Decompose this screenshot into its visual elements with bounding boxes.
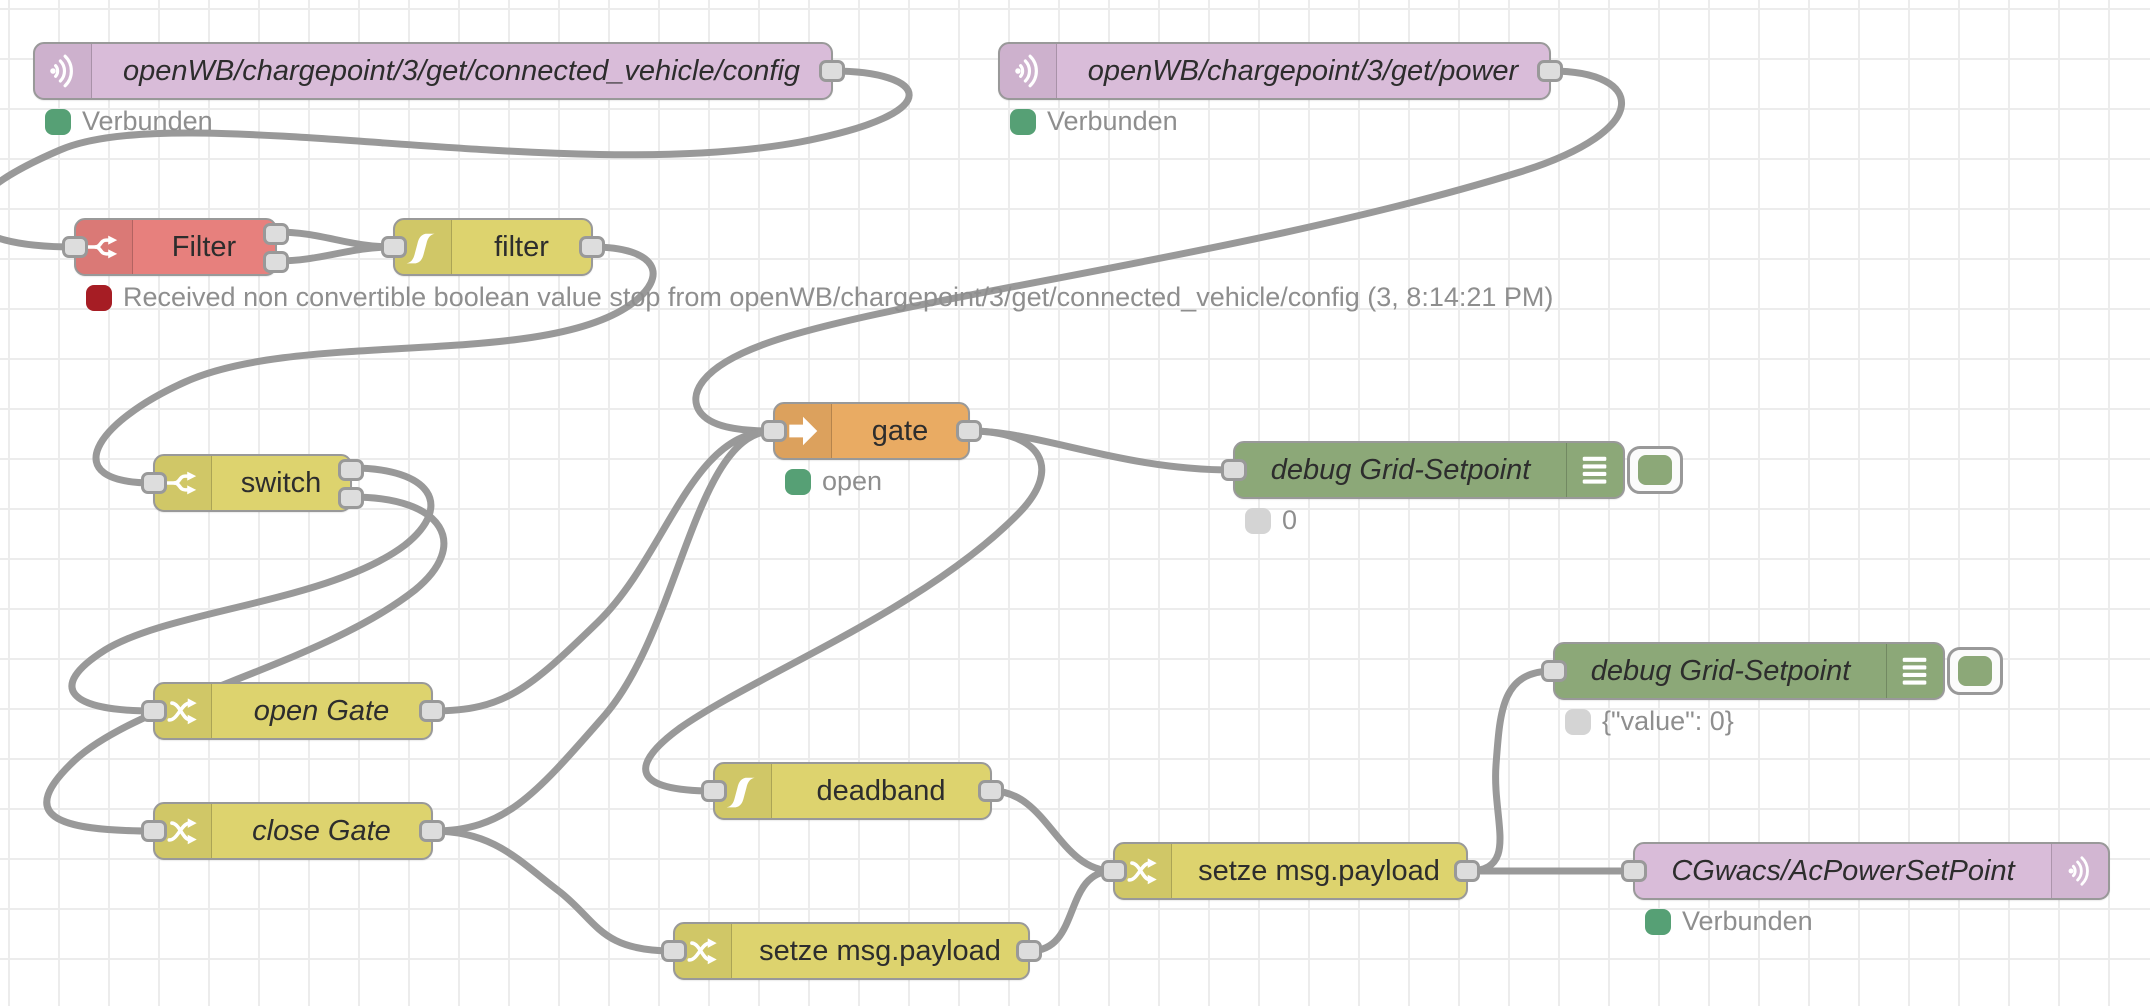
wire-gate-to-deadband[interactable] <box>642 427 1046 795</box>
debug-toggle-state <box>1958 656 1992 686</box>
debug-toggle-state <box>1638 455 1672 485</box>
status-dot-icon <box>785 468 811 495</box>
status-dot-icon <box>1245 507 1271 534</box>
output-port[interactable] <box>1537 60 1563 82</box>
status-dot-icon <box>1565 708 1591 735</box>
wire-config-to-filter[interactable] <box>0 67 913 251</box>
node-label: gate <box>871 414 929 447</box>
input-port[interactable] <box>661 940 687 962</box>
output-port-2[interactable] <box>263 251 289 273</box>
status-text: Verbunden <box>1682 906 1813 936</box>
node-label: openWB/chargepoint/3/get/connected_vehic… <box>122 54 801 87</box>
wire-filter-to-switch[interactable] <box>92 243 657 487</box>
node-error-status: Received non convertible boolean value s… <box>86 282 1553 313</box>
node-debug-grid-setpoint-2[interactable]: debug Grid-Setpoint <box>1541 642 1945 700</box>
node-mqtt-in-power[interactable]: openWB/chargepoint/3/get/power <box>998 42 1563 100</box>
node-mqtt-out-cgwacs[interactable]: CGwacs/AcPowerSetPoint <box>1621 842 2110 900</box>
node-status: Verbunden <box>45 106 213 137</box>
node-filter-switch[interactable]: Filter <box>62 218 289 276</box>
node-label: switch <box>240 466 322 499</box>
node-label: openWB/chargepoint/3/get/power <box>1087 54 1519 87</box>
node-setze-payload-right[interactable]: setze msg.payload <box>1101 842 1480 900</box>
node-close-gate[interactable]: close Gate <box>141 802 445 860</box>
node-setze-payload-bottom[interactable]: setze msg.payload <box>661 922 1042 980</box>
status-text: 0 <box>1282 505 1298 535</box>
node-status: open <box>785 466 882 497</box>
status-dot-icon <box>86 284 112 311</box>
node-label: close Gate <box>252 814 391 847</box>
wire-switch-out1-to-opengate[interactable] <box>68 464 435 715</box>
debug-list-icon <box>1886 644 1943 698</box>
wire-deadband-to-setzeright[interactable] <box>988 787 1117 875</box>
node-label: setze msg.payload <box>759 934 1001 967</box>
wire-setzebottom-to-setzeright[interactable] <box>1026 867 1117 955</box>
node-label: setze msg.payload <box>1198 854 1440 887</box>
input-port[interactable] <box>1221 459 1247 481</box>
input-port[interactable] <box>1621 860 1647 882</box>
wire-filtercap-out2-to-filter[interactable] <box>273 243 397 265</box>
wifi-icon <box>2051 844 2108 898</box>
output-port[interactable] <box>956 420 982 442</box>
node-label: debug Grid-Setpoint <box>1270 453 1531 486</box>
output-port[interactable] <box>1454 860 1480 882</box>
status-text: Verbunden <box>1047 106 1178 136</box>
input-port[interactable] <box>141 820 167 842</box>
input-port[interactable] <box>1541 660 1567 682</box>
node-status: 0 <box>1245 505 1297 536</box>
output-port[interactable] <box>419 700 445 722</box>
input-port[interactable] <box>381 236 407 258</box>
node-switch[interactable]: switch <box>141 454 364 512</box>
debug-list-icon <box>1566 443 1623 497</box>
node-gate[interactable]: gate <box>761 402 982 460</box>
node-label: debug Grid-Setpoint <box>1590 654 1851 687</box>
node-debug-grid-setpoint-1[interactable]: debug Grid-Setpoint <box>1221 441 1625 499</box>
status-text: {"value": 0} <box>1602 706 1734 736</box>
status-text: Received non convertible boolean value s… <box>123 282 1554 312</box>
output-port-2[interactable] <box>338 487 364 509</box>
node-status: {"value": 0} <box>1565 706 1734 737</box>
node-mqtt-in-config[interactable]: openWB/chargepoint/3/get/connected_vehic… <box>33 42 845 100</box>
wire-switch-out2-to-closegate[interactable] <box>43 493 448 835</box>
output-port[interactable] <box>819 60 845 82</box>
node-filter[interactable]: filter <box>381 218 605 276</box>
node-open-gate[interactable]: open Gate <box>141 682 445 740</box>
wire-closegate-to-setzebottom[interactable] <box>429 827 677 955</box>
output-port[interactable] <box>579 236 605 258</box>
output-port-1[interactable] <box>338 459 364 481</box>
change-icon <box>675 924 732 978</box>
node-deadband[interactable]: deadband <box>701 762 1004 820</box>
debug-toggle-button[interactable] <box>1947 647 2003 695</box>
status-dot-icon <box>1010 108 1036 135</box>
node-status: Verbunden <box>1645 906 1813 937</box>
node-label: deadband <box>816 774 946 807</box>
node-label: filter <box>494 230 549 263</box>
status-text: Verbunden <box>82 106 213 136</box>
input-port[interactable] <box>701 780 727 802</box>
wire-closegate-to-gate[interactable] <box>429 427 777 835</box>
output-port[interactable] <box>419 820 445 842</box>
wifi-icon <box>35 44 92 98</box>
node-status: Verbunden <box>1010 106 1178 137</box>
status-dot-icon <box>45 108 71 135</box>
wire-power-to-gate[interactable] <box>692 67 1625 435</box>
input-port[interactable] <box>141 700 167 722</box>
output-port[interactable] <box>1016 940 1042 962</box>
input-port[interactable] <box>761 420 787 442</box>
input-port[interactable] <box>62 236 88 258</box>
input-port[interactable] <box>1101 860 1127 882</box>
node-label: Filter <box>171 230 237 263</box>
wifi-icon <box>1000 44 1057 98</box>
status-dot-icon <box>1645 908 1671 935</box>
debug-toggle-button[interactable] <box>1627 446 1683 494</box>
node-label: CGwacs/AcPowerSetPoint <box>1671 854 2015 887</box>
output-port[interactable] <box>978 780 1004 802</box>
output-port-1[interactable] <box>263 223 289 245</box>
status-text: open <box>822 466 883 496</box>
wire-setzeright-to-debug2[interactable] <box>1464 667 1557 875</box>
input-port[interactable] <box>141 472 167 494</box>
node-label: open Gate <box>253 694 390 727</box>
wire-opengate-to-gate[interactable] <box>429 427 777 715</box>
